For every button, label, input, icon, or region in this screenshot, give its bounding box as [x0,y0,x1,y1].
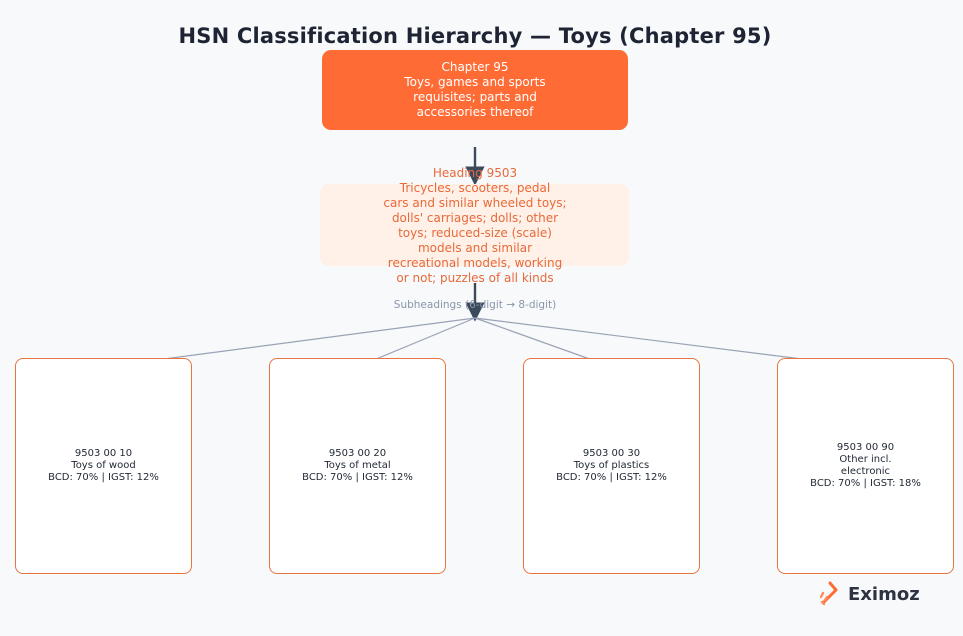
chapter-node: Chapter 95 Toys, games and sports requis… [322,50,628,130]
brand-logo: Eximoz [820,581,920,607]
subheading-code: 9503 00 10 [74,448,133,459]
subheading-desc: Toys of wood [71,460,136,471]
subheading-node-other: 9503 00 90 Other incl. electronic BCD: 7… [777,358,954,574]
chapter-desc-line: Toys, games and sports [404,75,546,89]
heading-desc-line: toys; reduced-size (scale) [398,226,552,240]
subheading-duty: BCD: 70% | IGST: 12% [48,472,159,483]
subheading-desc: electronic [840,466,891,477]
subheading-code: 9503 00 30 [582,448,641,459]
subheading-code: 9503 00 90 [836,442,895,453]
heading-code: Heading 9503 [432,166,518,180]
eximoz-mark-icon [820,581,838,606]
subheading-node-metal: 9503 00 20 Toys of metal BCD: 70% | IGST… [269,358,446,574]
subheading-desc: Toys of plastics [573,460,650,471]
heading-desc-line: Tricycles, scooters, pedal [399,181,551,195]
brand-name: Eximoz [848,583,920,605]
subheadings-caption: Subheadings (6-digit → 8-digit) [393,299,557,311]
subheading-code: 9503 00 20 [328,448,387,459]
heading-text: Heading 9503 Tricycles, scooters, pedal … [360,166,590,286]
diagram-title: HSN Classification Hierarchy — Toys (Cha… [178,24,772,48]
heading-node [320,184,629,266]
chapter-desc-line: accessories thereof [416,105,534,119]
subheading-duty: BCD: 70% | IGST: 12% [556,472,667,483]
heading-desc-line: cars and similar wheeled toys; [383,196,567,210]
chapter-desc-line: requisites; parts and [413,90,537,104]
subheading-duty: BCD: 70% | IGST: 12% [302,472,413,483]
subheading-desc: Other incl. [839,454,892,465]
subheading-node-plastics: 9503 00 30 Toys of plastics BCD: 70% | I… [523,358,700,574]
heading-desc-line: models and similar [417,241,533,255]
heading-desc-line: recreational models, working [387,256,563,270]
subheading-node-wood: 9503 00 10 Toys of wood BCD: 70% | IGST:… [15,358,192,574]
heading-desc-line: or not; puzzles of all kinds [396,271,554,285]
subheading-duty: BCD: 70% | IGST: 18% [810,478,921,489]
chapter-code: Chapter 95 [441,60,509,74]
heading-desc-line: dolls' carriages; dolls; other [391,211,559,225]
subheading-desc: Toys of metal [324,460,391,471]
